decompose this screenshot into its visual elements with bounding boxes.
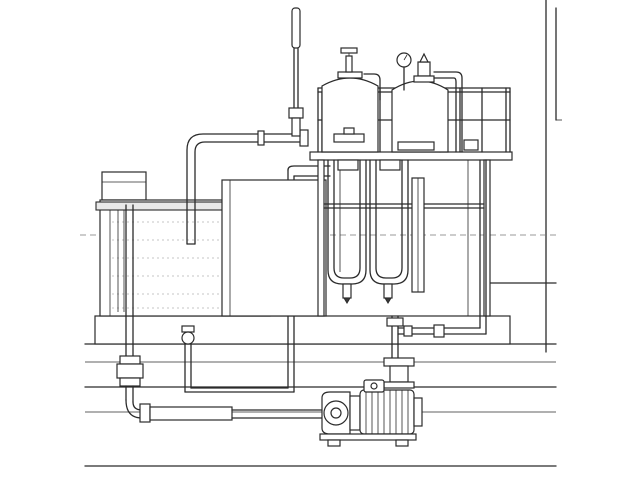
filter-vessel-left bbox=[321, 47, 381, 304]
tank-hopper bbox=[101, 171, 147, 201]
foundation-slab bbox=[94, 315, 511, 345]
background-frame bbox=[489, 0, 562, 353]
tank-inlet-pipe bbox=[186, 129, 309, 245]
inline-valve bbox=[116, 363, 144, 379]
electric-motor bbox=[359, 389, 415, 435]
side-pipe bbox=[411, 177, 425, 293]
pump-outlet-flange bbox=[383, 357, 415, 367]
suction-pipe bbox=[149, 406, 233, 421]
vent-rod bbox=[288, 7, 304, 137]
rear-frame bbox=[221, 179, 327, 317]
discharge-pipe bbox=[386, 159, 487, 359]
flange-upper bbox=[119, 355, 141, 365]
platform-deck bbox=[309, 151, 513, 161]
drain-valve-icon bbox=[181, 331, 195, 345]
pump-base bbox=[319, 433, 417, 441]
pump-assembly bbox=[319, 357, 423, 447]
filter-vessel-right bbox=[369, 52, 479, 304]
tank-outlet-pipe bbox=[116, 204, 323, 423]
level-indicator-icon bbox=[291, 7, 301, 49]
